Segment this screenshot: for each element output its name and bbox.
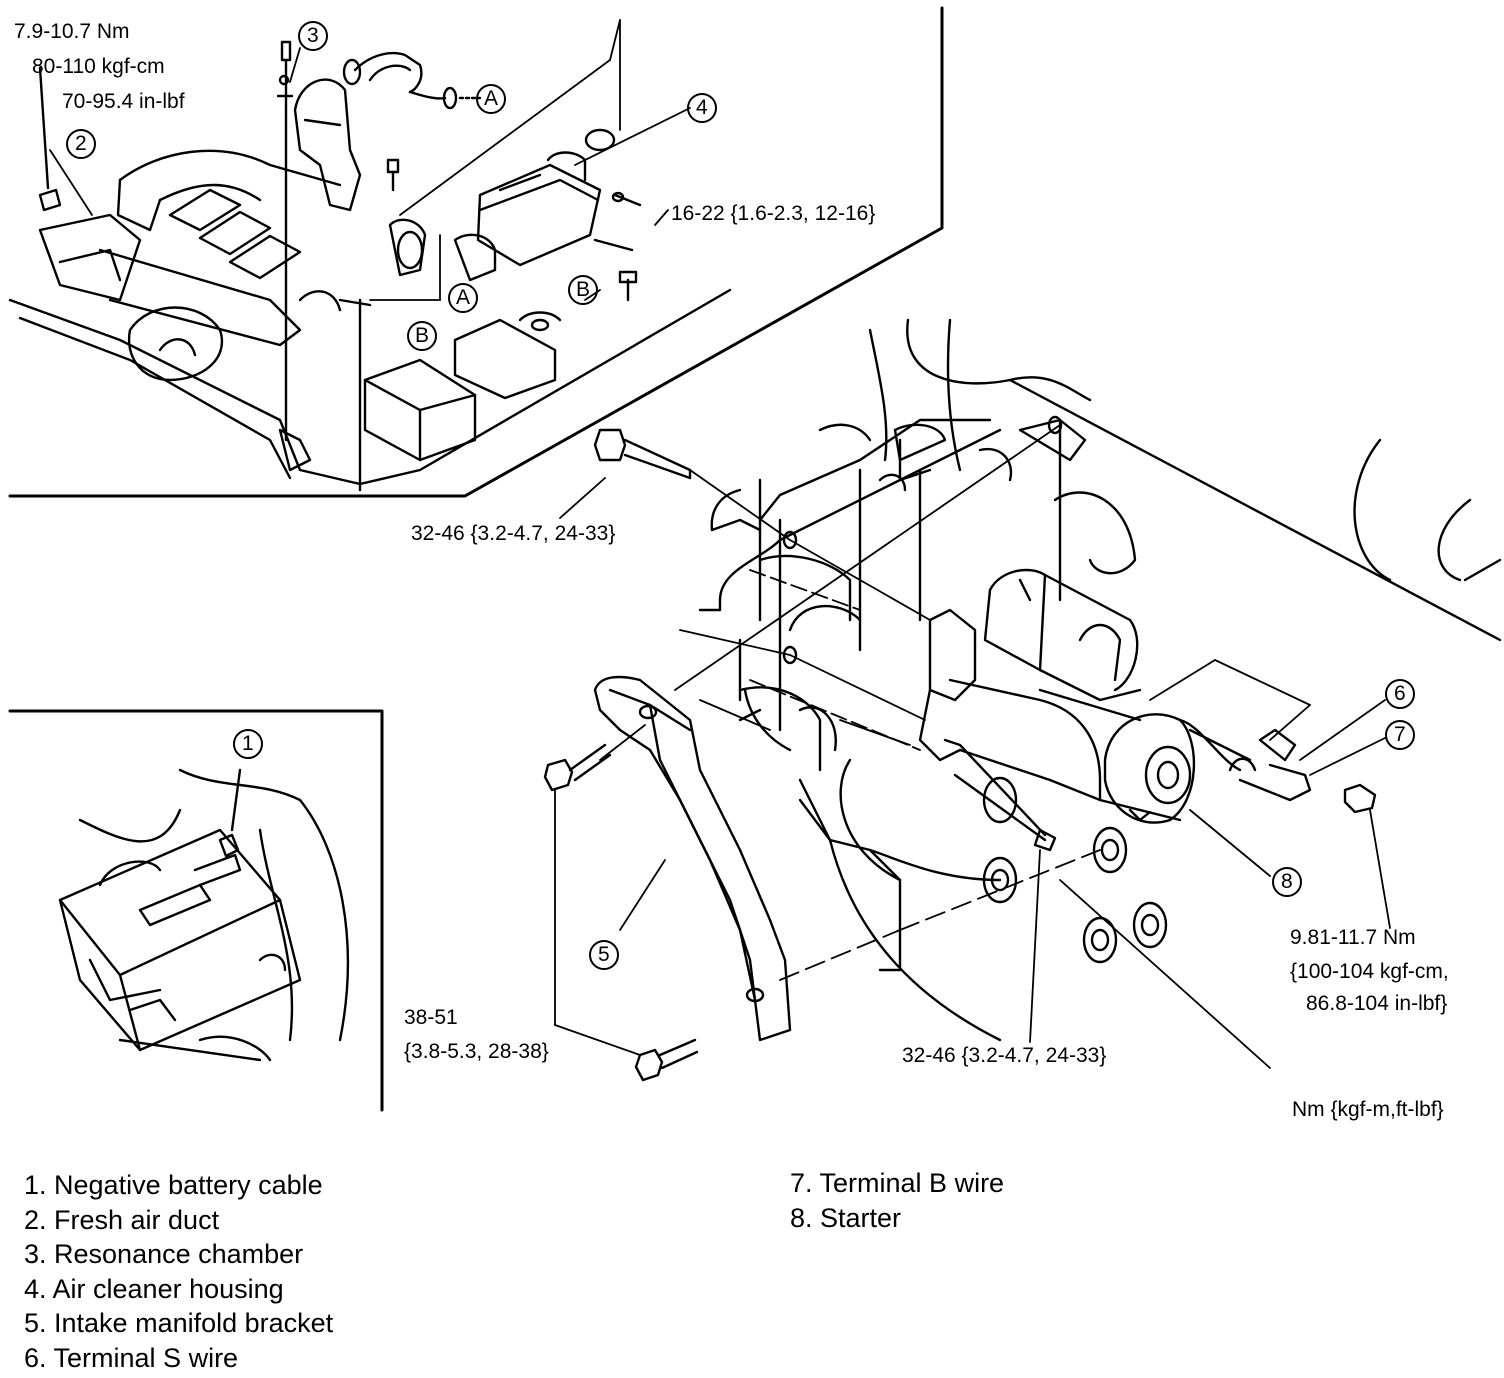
torque-spec-resonance-nut-inlbf: 70-95.4 in-lbf bbox=[62, 90, 185, 113]
legend-item: 2. Fresh air duct bbox=[24, 1204, 220, 1235]
housing-bolts bbox=[386, 158, 642, 302]
starter-motor-part bbox=[918, 568, 1377, 852]
battery-inset-frame bbox=[8, 709, 384, 1112]
reference-mark-a-upper: A bbox=[484, 87, 499, 110]
intake-inset-frame bbox=[8, 6, 944, 498]
bracket-bolts bbox=[543, 428, 699, 1082]
legend-item: 5. Intake manifold bracket bbox=[24, 1308, 334, 1338]
mounting-holes bbox=[782, 415, 1063, 665]
callout-1: 1 bbox=[242, 732, 254, 755]
legend-item: 8. Starter bbox=[790, 1202, 902, 1233]
engine-top-sketch bbox=[8, 149, 732, 486]
legend-item: 1. Negative battery cable bbox=[24, 1170, 323, 1200]
top-inset-leaders bbox=[49, 19, 691, 301]
callout-circles bbox=[66, 21, 1415, 970]
air-cleaner-housing-part bbox=[388, 128, 616, 282]
legend-right-column: 7. Terminal B wire 8. Starter bbox=[790, 1166, 1004, 1235]
battery-sketch bbox=[58, 768, 349, 1062]
resonance-chamber-part bbox=[276, 40, 362, 442]
legend-left-column: 1. Negative battery cable 2. Fresh air d… bbox=[24, 1168, 333, 1375]
reference-mark-a-lower: A bbox=[456, 286, 471, 309]
battery-tray-sketch bbox=[278, 290, 562, 492]
torque-spec-air-cleaner-bolt: 16-22 {1.6-2.3, 12-16} bbox=[671, 202, 876, 225]
callout-8: 8 bbox=[1281, 870, 1293, 893]
legend-item: 7. Terminal B wire bbox=[790, 1168, 1005, 1198]
callout-5: 5 bbox=[598, 943, 610, 966]
torque-spec-bracket-bolt-kgf: {3.8-5.3, 28-38} bbox=[404, 1040, 549, 1063]
callout-4: 4 bbox=[696, 96, 708, 119]
reference-mark-b-lower: B bbox=[415, 324, 430, 347]
torque-spec-terminal-nut-kgf: {100-104 kgf-cm, bbox=[1290, 960, 1449, 983]
units-note: Nm {kgf-m,ft-lbf} bbox=[1292, 1098, 1444, 1121]
torque-spec-terminal-nut-nm: 9.81-11.7 Nm bbox=[1290, 926, 1416, 949]
legend-item: 6. Terminal S wire bbox=[24, 1342, 239, 1373]
callout-7: 7 bbox=[1394, 723, 1406, 746]
torque-spec-resonance-nut-nm: 7.9-10.7 Nm bbox=[14, 20, 130, 43]
torque-spec-bracket-bolt-nm: 38-51 bbox=[404, 1006, 458, 1029]
legend-item: 3. Resonance chamber bbox=[24, 1239, 304, 1269]
fresh-air-duct-nut bbox=[38, 66, 62, 212]
legend-item: 4. Air cleaner housing bbox=[24, 1273, 284, 1304]
intake-manifold-bracket-part bbox=[593, 675, 792, 1042]
main-leader-lines bbox=[554, 424, 1391, 1069]
torque-spec-resonance-nut-kgf: 80-110 kgf-cm bbox=[32, 55, 165, 78]
callout-3: 3 bbox=[307, 24, 319, 47]
air-duct-hoses bbox=[342, 51, 482, 110]
transmission-case-sketch bbox=[698, 318, 1502, 1042]
engine-mount-pads bbox=[982, 776, 1168, 964]
callout-6: 6 bbox=[1394, 682, 1406, 705]
torque-spec-starter-upper-bolt: 32-46 {3.2-4.7, 24-33} bbox=[411, 522, 616, 545]
torque-spec-starter-lower-bolt: 32-46 {3.2-4.7, 24-33} bbox=[902, 1044, 1107, 1067]
callout-2: 2 bbox=[75, 132, 87, 155]
torque-spec-terminal-nut-inlbf: 86.8-104 in-lbf} bbox=[1306, 992, 1448, 1015]
reference-mark-b-upper: B bbox=[576, 278, 591, 301]
